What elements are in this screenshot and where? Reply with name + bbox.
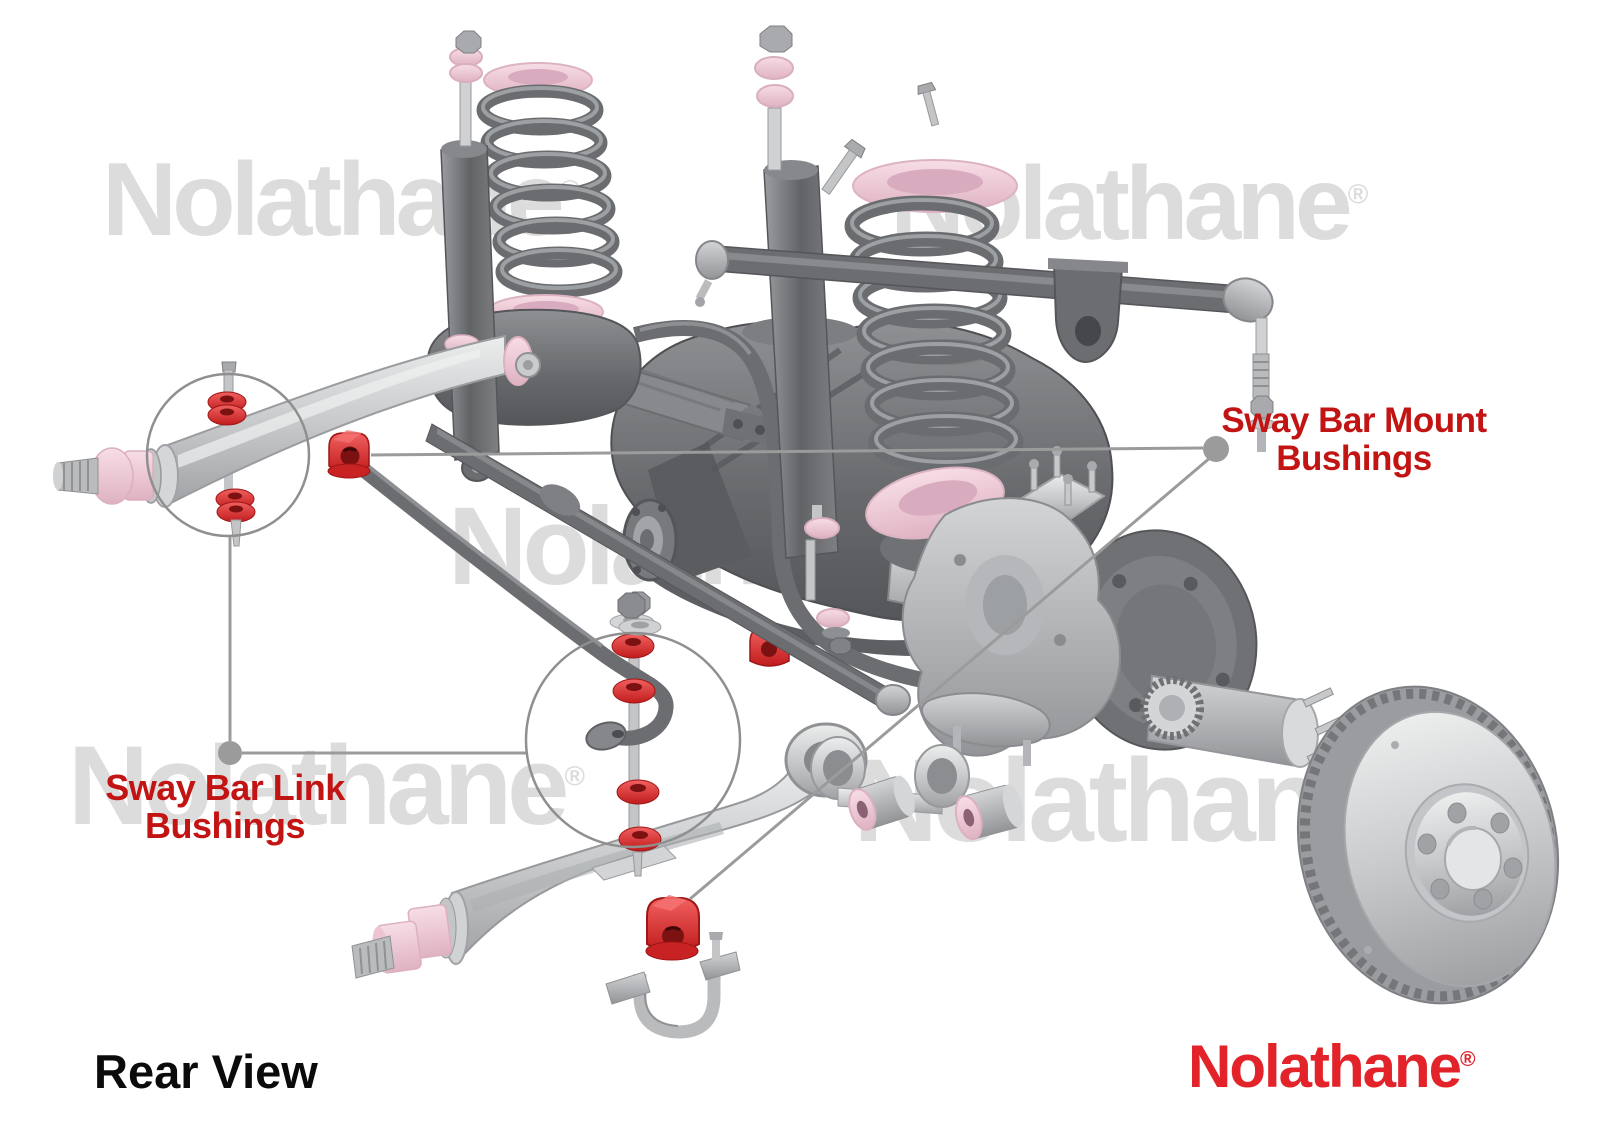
leader-dot-mount — [1203, 436, 1229, 462]
sway-bar-link-bushings-red-upper — [207, 391, 247, 426]
loose-bushing — [954, 784, 1024, 841]
upper-control-arm-left — [53, 334, 541, 547]
registered-mark: ® — [1460, 1048, 1476, 1071]
shock-bushing-pink — [756, 84, 794, 108]
leader-line-mount-lower — [689, 455, 1212, 901]
brake-rotor — [1296, 685, 1560, 1005]
watermark-text: Nolathane — [68, 723, 569, 848]
registered-mark: ® — [1347, 178, 1369, 210]
callout-circle-link-stack — [524, 631, 742, 849]
label-line: Bushings — [1276, 439, 1432, 478]
shock-absorber-left — [440, 30, 500, 482]
sway-bar-mount-bushing-left — [327, 430, 371, 479]
callout-circle-link-bushings — [145, 372, 311, 538]
brand-logo: Nolathane® — [1188, 1034, 1476, 1100]
shock-bushing-pink — [449, 63, 483, 83]
lower-trailing-arm — [351, 722, 868, 979]
label-sway-bar-mount-bushings: Sway Bar Mount Bushings — [1178, 402, 1530, 478]
label-line: Sway Bar Link — [105, 767, 345, 808]
sway-bar-left — [349, 456, 674, 859]
sway-bar-link-bushings-red-lower — [215, 488, 256, 523]
leader-line-mount-left — [370, 446, 1204, 457]
brand-logo-text: Nolathane — [1188, 1033, 1462, 1100]
tie-rod-end — [1222, 277, 1274, 323]
watermark-bottom-left: Nolathane® — [68, 730, 585, 842]
callout-geometry — [145, 372, 1229, 901]
shock-bushing-pink — [754, 56, 794, 80]
track-bar-bracket — [1052, 262, 1124, 364]
label-line: Sway Bar Mount — [1221, 401, 1487, 440]
track-bar — [695, 240, 1276, 452]
tie-rod-end — [695, 240, 729, 280]
sway-bar-mount-bushing-spare — [645, 895, 700, 961]
tie-rod-end — [875, 684, 911, 716]
drag-link — [425, 423, 911, 716]
registered-mark: ® — [564, 760, 586, 792]
shackle-link — [810, 736, 1024, 841]
label-line: Bushings — [144, 805, 306, 846]
loose-hardware — [617, 539, 852, 655]
label-sway-bar-link-bushings: Sway Bar Link Bushings — [75, 769, 375, 845]
loose-bolts — [821, 81, 940, 196]
leader-dot-link — [218, 741, 242, 765]
loose-bushing — [848, 775, 915, 831]
sway-bar-right — [632, 320, 977, 698]
sway-bar-eyelet — [585, 721, 627, 751]
view-title: Rear View — [94, 1045, 318, 1098]
sway-bar-clamp-bracket — [605, 932, 741, 1039]
lug-holes — [1417, 802, 1523, 910]
